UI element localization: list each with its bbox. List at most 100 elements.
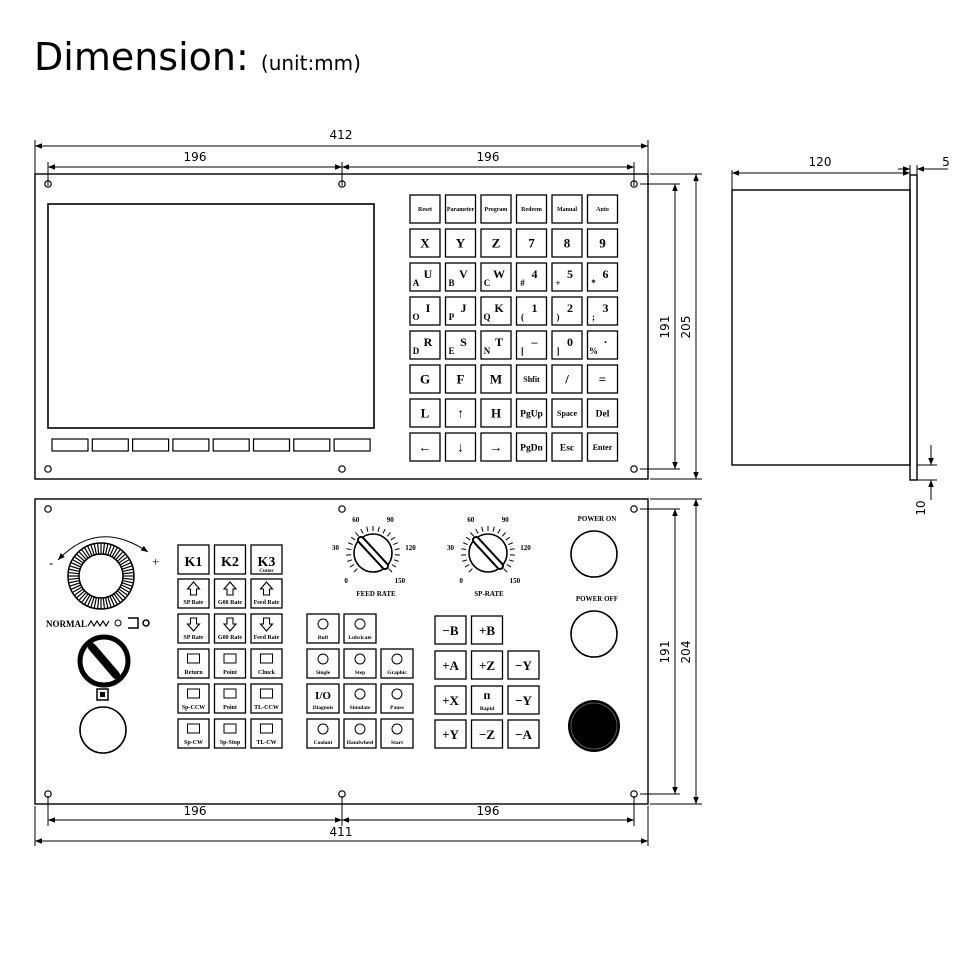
keypad-key[interactable] [551, 330, 583, 360]
function-key[interactable] [213, 683, 247, 714]
keypad-key[interactable] [409, 398, 441, 428]
keypad-key[interactable] [480, 398, 512, 428]
axis-key[interactable] [470, 615, 504, 645]
keypad-key[interactable] [551, 432, 583, 462]
mode-key[interactable] [343, 613, 377, 644]
mode-key[interactable] [306, 683, 340, 714]
keypad-key[interactable] [444, 364, 477, 394]
keypad-key[interactable] [480, 364, 512, 394]
softkey-6[interactable] [252, 438, 291, 452]
keypad-key[interactable] [444, 398, 477, 428]
function-key[interactable] [177, 578, 210, 609]
keypad-key[interactable] [409, 330, 441, 360]
function-key[interactable] [213, 648, 247, 679]
softkey-3[interactable] [132, 438, 170, 452]
axis-key[interactable] [470, 719, 504, 749]
keypad-key[interactable] [586, 330, 619, 360]
keypad-key[interactable] [586, 364, 619, 394]
keypad-key[interactable] [480, 432, 512, 462]
mode-key[interactable] [380, 718, 414, 749]
keypad-key[interactable] [551, 262, 583, 292]
softkey-1[interactable] [51, 438, 89, 452]
keypad-key[interactable] [551, 194, 583, 224]
k-key-1[interactable] [177, 544, 210, 575]
softkey-2[interactable] [91, 438, 129, 452]
softkey-5[interactable] [212, 438, 250, 452]
function-key[interactable] [213, 613, 247, 644]
mode-key[interactable] [343, 718, 377, 749]
keypad-key[interactable] [409, 194, 441, 224]
axis-key[interactable] [507, 650, 540, 680]
power-on-button[interactable] [570, 530, 618, 578]
keypad-key[interactable] [480, 296, 512, 326]
keypad-key[interactable] [444, 262, 477, 292]
softkey-7[interactable] [293, 438, 331, 452]
keypad-key[interactable] [409, 228, 441, 258]
keypad-key[interactable] [551, 398, 583, 428]
axis-key[interactable] [507, 719, 540, 749]
function-key[interactable] [250, 648, 283, 679]
axis-key[interactable] [507, 685, 540, 715]
mode-key[interactable] [380, 648, 414, 679]
function-key[interactable] [177, 718, 210, 749]
function-key[interactable] [250, 578, 283, 609]
mode-key[interactable] [306, 648, 340, 679]
function-key[interactable] [250, 613, 283, 644]
axis-key[interactable] [434, 685, 467, 715]
mode-key[interactable] [380, 683, 414, 714]
keypad-key[interactable] [586, 262, 619, 292]
keypad-key[interactable] [586, 296, 619, 326]
softkey-4[interactable] [172, 438, 210, 452]
k-key-2[interactable] [213, 544, 247, 575]
softkey-8[interactable] [333, 438, 371, 452]
function-key[interactable] [213, 578, 247, 609]
keypad-key[interactable] [515, 262, 548, 292]
mode-key[interactable] [306, 613, 340, 644]
axis-key[interactable] [434, 719, 467, 749]
keypad-key[interactable] [480, 330, 512, 360]
axis-key[interactable] [434, 615, 467, 645]
mode-key[interactable] [343, 648, 377, 679]
function-key[interactable] [177, 683, 210, 714]
function-key[interactable] [177, 648, 210, 679]
keypad-key[interactable] [586, 194, 619, 224]
keypad-key[interactable] [480, 194, 512, 224]
keypad-key[interactable] [515, 228, 548, 258]
mode-key[interactable] [306, 718, 340, 749]
axis-key[interactable] [470, 650, 504, 680]
mode-key[interactable] [343, 683, 377, 714]
keypad-key[interactable] [444, 194, 477, 224]
function-key[interactable] [250, 718, 283, 749]
keypad-key[interactable] [480, 262, 512, 292]
keypad-key[interactable] [409, 296, 441, 326]
emergency-stop-button[interactable] [568, 700, 620, 752]
keypad-key[interactable] [551, 228, 583, 258]
keypad-key[interactable] [444, 296, 477, 326]
keypad-key[interactable] [515, 296, 548, 326]
function-key[interactable] [177, 613, 210, 644]
cycle-button[interactable] [79, 706, 127, 754]
keypad-key[interactable] [515, 432, 548, 462]
keypad-key[interactable] [409, 364, 441, 394]
keypad-key[interactable] [480, 228, 512, 258]
axis-key[interactable] [434, 650, 467, 680]
keypad-key[interactable] [551, 296, 583, 326]
keypad-key[interactable] [515, 330, 548, 360]
keypad-key[interactable] [586, 398, 619, 428]
keypad-key[interactable] [515, 194, 548, 224]
keypad-key[interactable] [444, 330, 477, 360]
keypad-key[interactable] [444, 228, 477, 258]
keypad-key[interactable] [551, 364, 583, 394]
keypad-key[interactable] [586, 228, 619, 258]
keypad-key[interactable] [515, 364, 548, 394]
keypad-key[interactable] [444, 432, 477, 462]
function-key[interactable] [250, 683, 283, 714]
keypad-key[interactable] [515, 398, 548, 428]
keypad-key[interactable] [409, 262, 441, 292]
power-off-button[interactable] [570, 610, 618, 658]
axis-key[interactable] [470, 685, 504, 715]
keypad-key[interactable] [586, 432, 619, 462]
keypad-key[interactable] [409, 432, 441, 462]
